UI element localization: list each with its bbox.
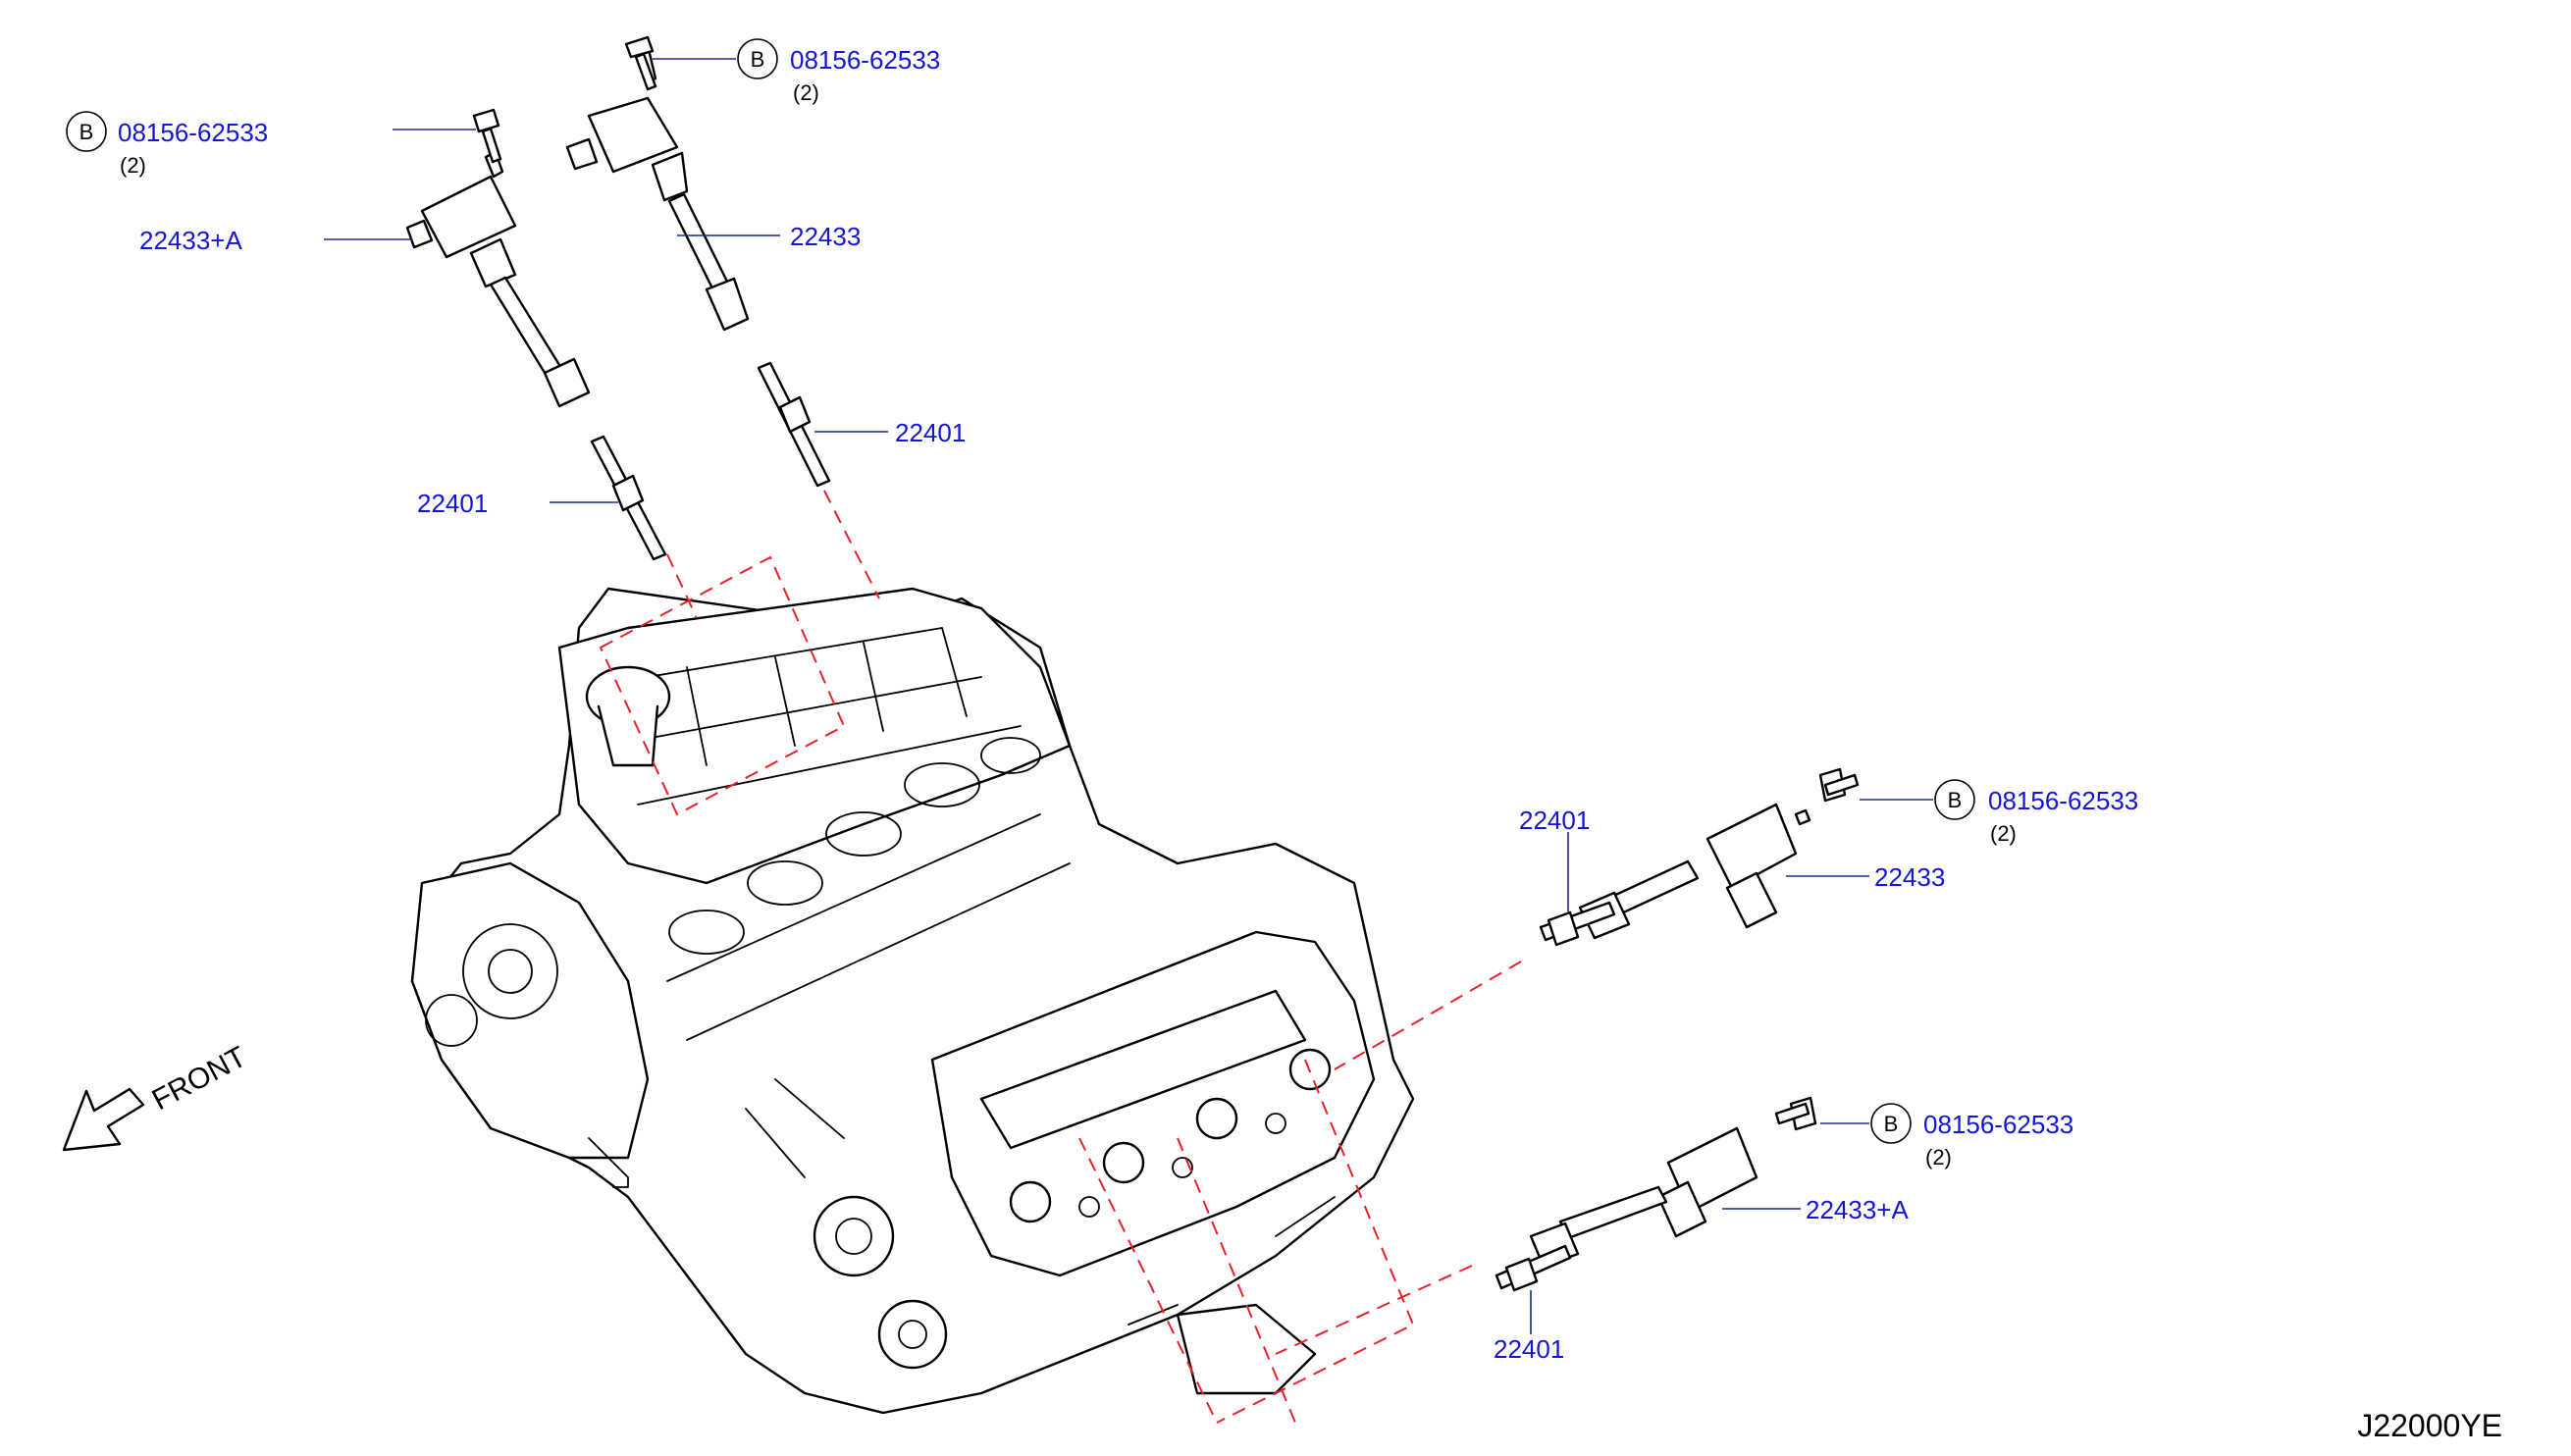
callout-bolt-top-left: B 08156-62533 (2) bbox=[66, 111, 268, 178]
front-label: FRONT bbox=[147, 1041, 252, 1118]
part-number-label[interactable]: 08156-62533 bbox=[790, 45, 940, 75]
quantity-label: (2) bbox=[120, 153, 146, 178]
bolt-top-left bbox=[472, 108, 502, 164]
part-number-plug-top-right[interactable]: 22401 bbox=[895, 418, 966, 447]
ignition-coil-mid-right bbox=[1578, 803, 1811, 940]
part-number-coil-top-left[interactable]: 22433+A bbox=[139, 226, 242, 255]
part-number-plug-top-left[interactable]: 22401 bbox=[417, 489, 488, 518]
part-number-label[interactable]: 08156-62533 bbox=[1923, 1110, 2073, 1139]
callout-bolt-top-right: B 08156-62533 (2) bbox=[737, 38, 940, 105]
bolt-low-right bbox=[1774, 1096, 1817, 1131]
bolt-marker: B bbox=[79, 120, 94, 144]
part-number-plug-mid-right[interactable]: 22401 bbox=[1519, 806, 1590, 835]
ignition-coil-low-right bbox=[1529, 1126, 1758, 1269]
bolt-top-right bbox=[624, 35, 657, 91]
quantity-label: (2) bbox=[1925, 1145, 1952, 1170]
part-number-label[interactable]: 08156-62533 bbox=[118, 118, 268, 147]
callout-bolt-mid-right: B 08156-62533 (2) bbox=[1934, 779, 2138, 846]
bolt-marker: B bbox=[1948, 788, 1963, 812]
spark-plug-top-right bbox=[757, 361, 831, 488]
part-number-plug-low-right[interactable]: 22401 bbox=[1494, 1334, 1564, 1364]
part-number-coil-low-right[interactable]: 22433+A bbox=[1806, 1195, 1909, 1224]
part-number-label[interactable]: 08156-62533 bbox=[1988, 786, 2138, 815]
ignition-centerlines bbox=[599, 490, 1522, 1424]
front-arrow-icon bbox=[62, 1087, 145, 1152]
quantity-label: (2) bbox=[793, 80, 819, 105]
ignition-coil-top-right bbox=[565, 43, 750, 332]
bolt-marker: B bbox=[1884, 1112, 1899, 1136]
spark-plug-low-right bbox=[1495, 1244, 1572, 1292]
callout-bolt-low-right: B 08156-62533 (2) bbox=[1870, 1103, 2073, 1170]
part-number-coil-mid-right[interactable]: 22433 bbox=[1874, 862, 1945, 892]
bolt-marker: B bbox=[751, 47, 765, 72]
figure-code: J22000YE bbox=[2357, 1408, 2502, 1443]
quantity-label: (2) bbox=[1990, 821, 2017, 846]
spark-plug-mid-right bbox=[1539, 901, 1616, 947]
part-number-coil-top-right[interactable]: 22433 bbox=[790, 222, 861, 251]
ignition-coil-top-left bbox=[405, 150, 591, 408]
leader-lines bbox=[324, 58, 1933, 1334]
bolt-mid-right bbox=[1818, 767, 1860, 803]
front-direction-indicator: FRONT bbox=[62, 1041, 252, 1152]
engine-block bbox=[410, 587, 1415, 1415]
spark-plug-top-left bbox=[590, 435, 667, 561]
